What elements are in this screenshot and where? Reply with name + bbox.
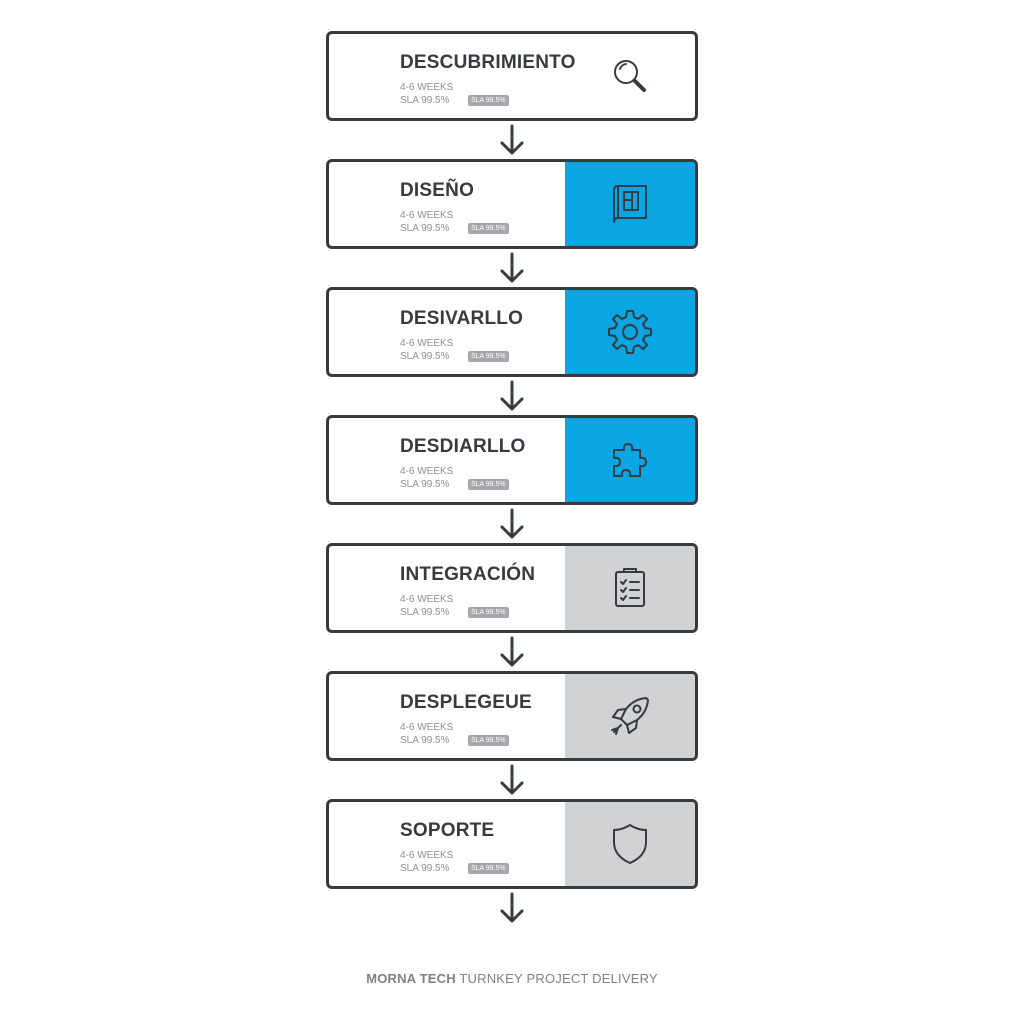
stage-body: DISEÑO 4-6 WEEKS SLA 99.5% SLA 99.5%: [400, 180, 509, 235]
stage-sla: SLA 99.5%: [400, 479, 450, 490]
stage-duration: 4-6 WEEKS: [400, 338, 454, 349]
stage-duration-row: 4-6 WEEKS: [400, 209, 509, 222]
stage-body: DESCUBRIMIENTO 4-6 WEEKS SLA 99.5%SLA 99…: [400, 52, 576, 107]
stage-sla-row: SLA 99.5% SLA 99.5%: [400, 478, 526, 491]
footer-brand: MORNA TECH: [366, 971, 456, 986]
stage-meta: 4-6 WEEKS SLA 99.5% SLA 99.5%: [400, 721, 532, 747]
stage-title: DISEÑO: [400, 180, 475, 201]
stage-icon-panel: [565, 418, 695, 502]
stage-sla-row: SLA 99.5% SLA 99.5%: [400, 606, 535, 619]
stage-icon-panel: [565, 290, 695, 374]
arrow-down-icon: [500, 252, 524, 283]
stage-icon-panel: [565, 546, 695, 630]
stage-meta: 4-6 WEEKS SLA 99.5% SLA 99.5%: [400, 593, 535, 619]
stage-body: INTEGRACIÓN 4-6 WEEKS SLA 99.5% SLA 99.5%: [400, 564, 535, 619]
stage-sla: SLA 99.5%: [400, 95, 450, 106]
connector-arrow: [326, 377, 698, 415]
stage-title: DESDIARLLO: [400, 436, 526, 457]
arrow-down-icon: [500, 636, 524, 667]
stage-title: DESPLEGEUE: [400, 692, 532, 713]
stage-title: SOPORTE: [400, 820, 495, 841]
magnifier-icon: [614, 60, 646, 92]
blueprint-icon: [613, 185, 647, 223]
stage-duration: 4-6 WEEKS: [400, 82, 454, 93]
stage-sla-row: SLA 99.5% SLA 99.5%: [400, 734, 532, 747]
arrow-down-icon: [500, 508, 524, 539]
process-flow: DESCUBRIMIENTO 4-6 WEEKS SLA 99.5%SLA 99…: [326, 31, 698, 927]
stage-duration: 4-6 WEEKS: [400, 722, 454, 733]
stage-duration: 4-6 WEEKS: [400, 466, 454, 477]
sla-badge: SLA 99.5%: [468, 479, 509, 490]
stage-duration-row: 4-6 WEEKS: [400, 849, 509, 862]
stage-body: DESPLEGEUE 4-6 WEEKS SLA 99.5% SLA 99.5%: [400, 692, 532, 747]
footer-tagline: TURNKEY PROJECT DELIVERY: [459, 971, 658, 986]
arrow-down-icon: [500, 124, 524, 155]
stage-icon-panel: [565, 162, 695, 246]
stage-sla-row: SLA 99.5% SLA 99.5%: [400, 94, 576, 107]
stage-duration: 4-6 WEEKS: [400, 594, 454, 605]
shield-icon: [613, 824, 647, 864]
stage-sla: SLA 99.5%: [400, 735, 450, 746]
stage-desplegeue[interactable]: DESPLEGEUE 4-6 WEEKS SLA 99.5% SLA 99.5%: [326, 671, 698, 761]
stage-sla-row: SLA 99.5% SLA 99.5%: [400, 862, 509, 875]
stage-body: SOPORTE 4-6 WEEKS SLA 99.5% SLA 99.5%: [400, 820, 509, 875]
stage-duration-row: 4-6 WEEKS: [400, 721, 532, 734]
stage-sla: SLA 99.5%: [400, 223, 450, 234]
stage-title: DESCUBRIMIENTO: [400, 52, 576, 73]
stage-meta: 4-6 WEEKS SLA 99.5% SLA 99.5%: [400, 209, 509, 235]
stage-meta: 4-6 WEEKS SLA 99.5% SLA 99.5%: [400, 337, 523, 363]
stage-diseno[interactable]: DISEÑO 4-6 WEEKS SLA 99.5% SLA 99.5%: [326, 159, 698, 249]
sla-badge: SLA 99.5%: [468, 863, 509, 874]
stage-soporte[interactable]: SOPORTE 4-6 WEEKS SLA 99.5% SLA 99.5%: [326, 799, 698, 889]
stage-title: DESIVARLLO: [400, 308, 524, 329]
rocket-icon: [611, 697, 649, 735]
stage-duration: 4-6 WEEKS: [400, 210, 454, 221]
connector-arrow: [326, 505, 698, 543]
stage-duration-row: 4-6 WEEKS: [400, 593, 535, 606]
stage-icon-panel: [565, 34, 695, 118]
stage-body: DESDIARLLO 4-6 WEEKS SLA 99.5% SLA 99.5%: [400, 436, 526, 491]
connector-arrow: [326, 889, 698, 927]
stage-duration: 4-6 WEEKS: [400, 850, 454, 861]
stage-body: DESIVARLLO 4-6 WEEKS SLA 99.5% SLA 99.5%: [400, 308, 523, 363]
stage-sla: SLA 99.5%: [400, 607, 450, 618]
sla-badge: SLA 99.5%: [468, 735, 509, 746]
stage-desdiarllo[interactable]: DESDIARLLO 4-6 WEEKS SLA 99.5% SLA 99.5%: [326, 415, 698, 505]
sla-badge: SLA 99.5%: [468, 223, 509, 234]
stage-title: INTEGRACIÓN: [400, 564, 536, 585]
gear-icon: [608, 310, 652, 354]
connector-arrow: [326, 633, 698, 671]
stage-duration-row: 4-6 WEEKS: [400, 465, 526, 478]
stage-meta: 4-6 WEEKS SLA 99.5% SLA 99.5%: [400, 465, 526, 491]
stage-sla-row: SLA 99.5% SLA 99.5%: [400, 350, 523, 363]
arrow-down-icon: [500, 380, 524, 411]
clipboard-checklist-icon: [615, 568, 645, 607]
footer: MORNA TECH TURNKEY PROJECT DELIVERY: [0, 971, 1024, 986]
sla-badge: SLA 99.5%: [468, 607, 509, 618]
connector-arrow: [326, 121, 698, 159]
connector-arrow: [326, 761, 698, 799]
stage-sla: SLA 99.5%: [400, 863, 450, 874]
arrow-down-icon: [500, 764, 524, 795]
stage-meta: 4-6 WEEKS SLA 99.5% SLA 99.5%: [400, 849, 509, 875]
stage-meta: 4-6 WEEKS SLA 99.5% SLA 99.5%: [400, 81, 576, 107]
stage-duration-row: 4-6 WEEKS: [400, 337, 523, 350]
connector-arrow: [326, 249, 698, 287]
stage-integracion[interactable]: INTEGRACIÓN 4-6 WEEKS SLA 99.5% SLA 99.5%: [326, 543, 698, 633]
stage-desivarllo[interactable]: DESIVARLLO 4-6 WEEKS SLA 99.5% SLA 99.5%: [326, 287, 698, 377]
stage-sla-row: SLA 99.5% SLA 99.5%: [400, 222, 509, 235]
stage-descubrimiento[interactable]: DESCUBRIMIENTO 4-6 WEEKS SLA 99.5%SLA 99…: [326, 31, 698, 121]
sla-badge: SLA 99.5%: [468, 351, 509, 362]
sla-badge: SLA 99.5%: [468, 95, 509, 106]
puzzle-icon: [613, 443, 647, 477]
stage-sla: SLA 99.5%: [400, 351, 450, 362]
stage-duration-row: 4-6 WEEKS: [400, 81, 576, 94]
stage-icon-panel: [565, 802, 695, 886]
arrow-down-icon: [500, 892, 524, 923]
stage-icon-panel: [565, 674, 695, 758]
